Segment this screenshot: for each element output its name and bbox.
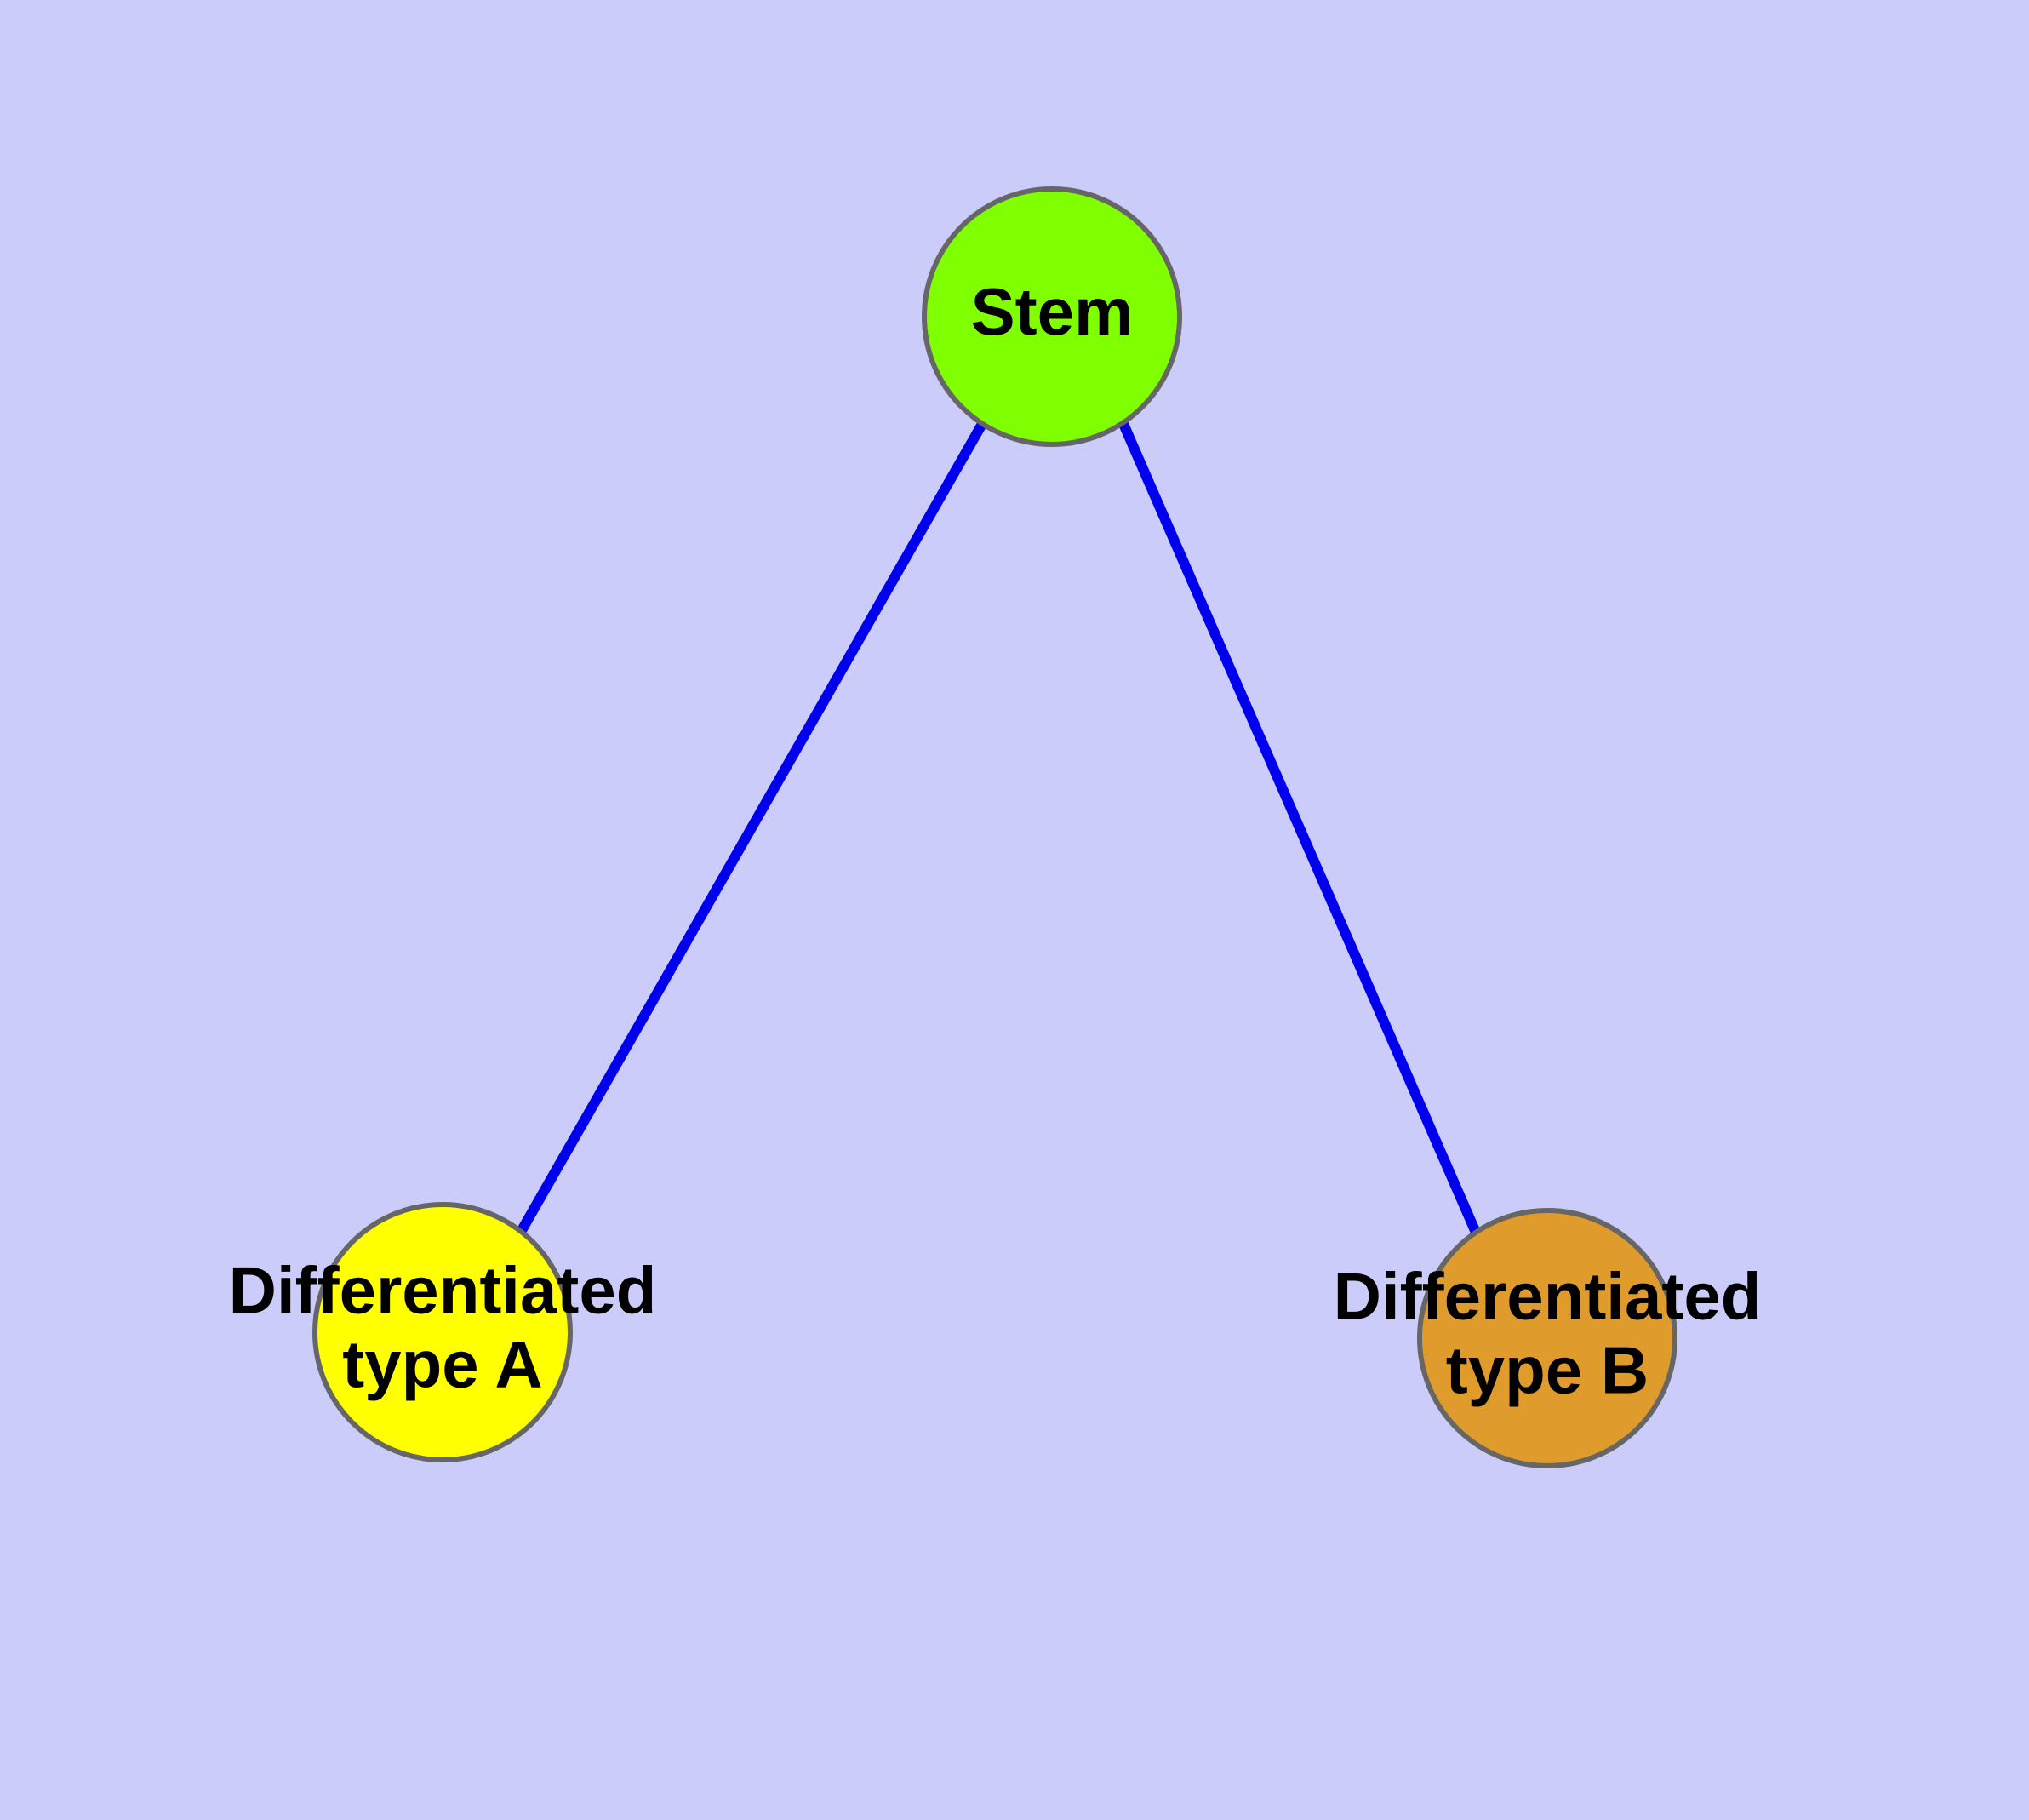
graph-node-diff-a[interactable] <box>312 1202 573 1462</box>
graph-edge-stem-to-diff-a[interactable] <box>516 421 987 1234</box>
node-label-line: type B <box>1446 1332 1649 1407</box>
graph-node-stem[interactable] <box>922 186 1182 447</box>
nodes-group <box>312 186 1677 1468</box>
node-label-line: type A <box>342 1326 543 1401</box>
node-label-line: Stem <box>971 274 1134 349</box>
graph-node-diff-b[interactable] <box>1417 1208 1677 1468</box>
node-label-line: Differentiated <box>1334 1258 1762 1333</box>
graph-edge-stem-to-diff-b[interactable] <box>1118 421 1482 1237</box>
edges-group <box>516 421 1482 1237</box>
node-label-stem: Stem <box>971 274 1134 349</box>
node-label-line: Differentiated <box>229 1252 657 1327</box>
